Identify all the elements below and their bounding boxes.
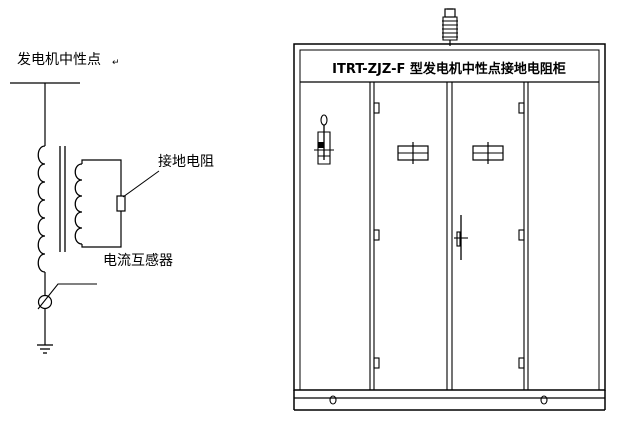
meter-icon-left	[397, 142, 429, 164]
hinge-left-middle	[373, 229, 380, 241]
neutral-point-label: 发电机中性点	[17, 52, 101, 68]
meter-icon-right	[472, 142, 504, 164]
ct-output-lead	[37, 283, 97, 310]
grounding-resistor	[116, 195, 126, 212]
secondary-bottom-lead	[81, 211, 122, 248]
hinge-left-bottom	[373, 357, 380, 369]
hinge-right-middle	[518, 229, 525, 241]
resistor-leader	[122, 170, 160, 198]
top-bushing-icon	[442, 8, 458, 46]
hinge-right-top	[518, 102, 525, 114]
primary-winding	[37, 145, 46, 273]
handle-block	[318, 142, 324, 148]
secondary-top-lead	[81, 159, 122, 196]
cabinet-inner-frame	[299, 49, 600, 391]
cabinet-front-view: ITRT-ZJZ-F 型发电机中性点接地电阻柜	[293, 8, 606, 411]
lock-handle-icon	[314, 114, 334, 165]
foot-bolt-left	[329, 395, 337, 405]
ground-symbol	[37, 344, 53, 354]
transformer-label: 电流互感器	[103, 252, 173, 269]
resistor-label: 接地电阻	[158, 153, 214, 170]
door-handle-icon	[454, 215, 468, 260]
foot-bolt-right	[540, 395, 548, 405]
secondary-winding	[74, 163, 83, 245]
cabinet-title: ITRT-ZJZ-F 型发电机中性点接地电阻柜	[332, 61, 566, 77]
return-mark: ↵	[112, 58, 120, 68]
neutral-grounding-schematic: 发电机中性点 ↵ 接地电阻 电流互感器	[10, 52, 214, 354]
cabinet-outer-frame	[293, 43, 606, 391]
hinge-right-bottom	[518, 357, 525, 369]
hinge-left-top	[373, 102, 380, 114]
